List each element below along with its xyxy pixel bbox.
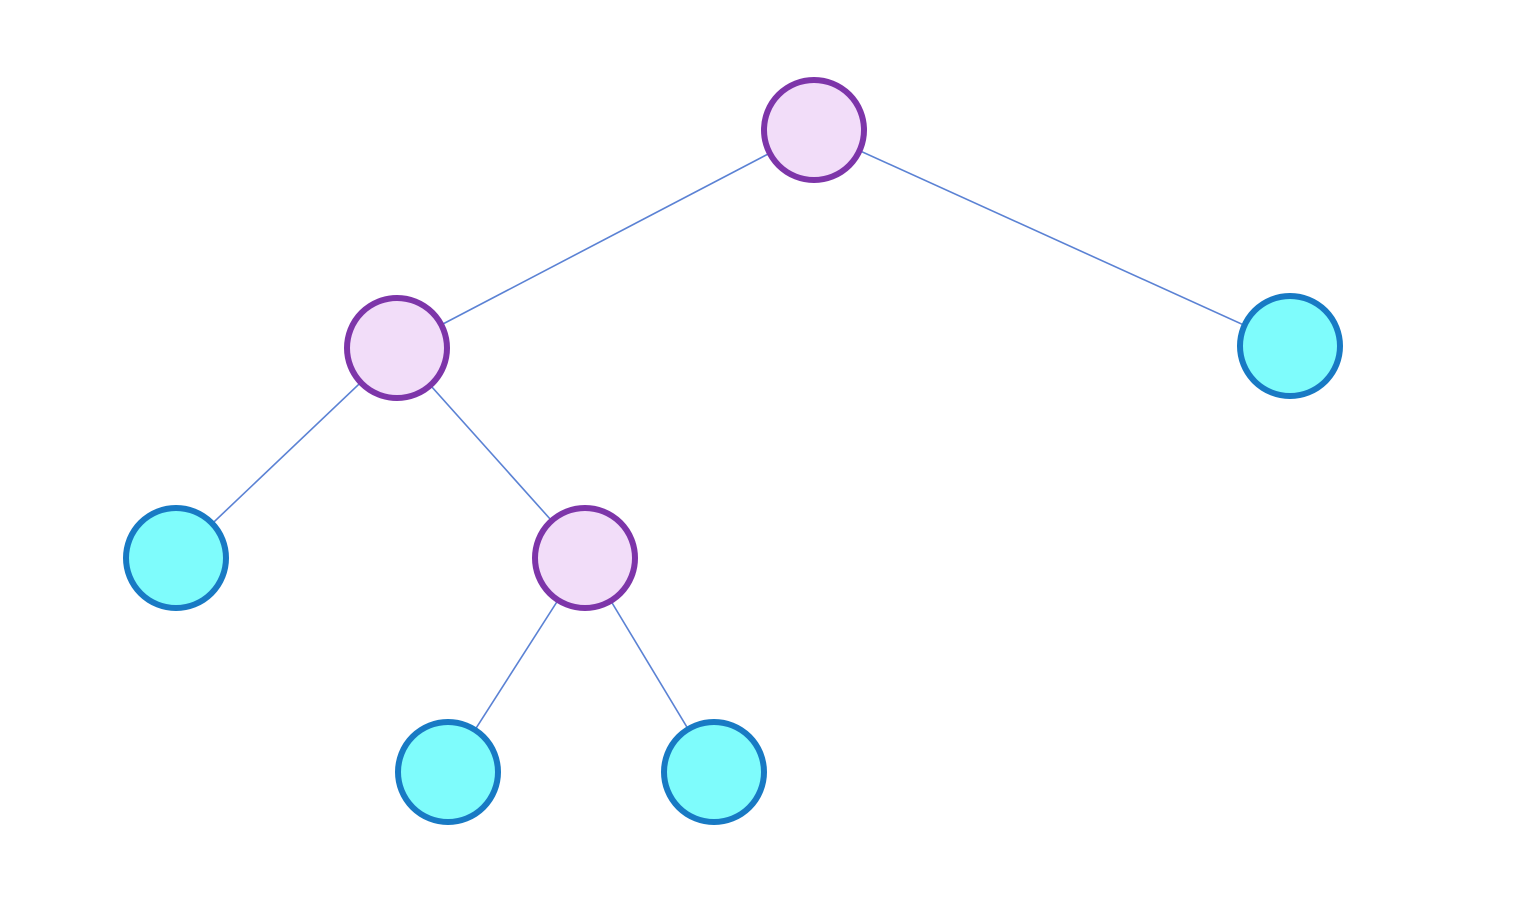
tree-node-n0-internal[interactable] (761, 77, 867, 183)
tree-node-n1-internal[interactable] (344, 295, 450, 401)
tree-node-n4-internal[interactable] (532, 505, 638, 611)
tree-edge-n0-n2 (813, 129, 1291, 347)
tree-node-n6-leaf[interactable] (661, 719, 767, 825)
tree-node-n2-leaf[interactable] (1237, 293, 1343, 399)
tree-node-n3-leaf[interactable] (123, 505, 229, 611)
tree-node-n5-leaf[interactable] (395, 719, 501, 825)
tree-edge-n0-n1 (396, 129, 815, 349)
